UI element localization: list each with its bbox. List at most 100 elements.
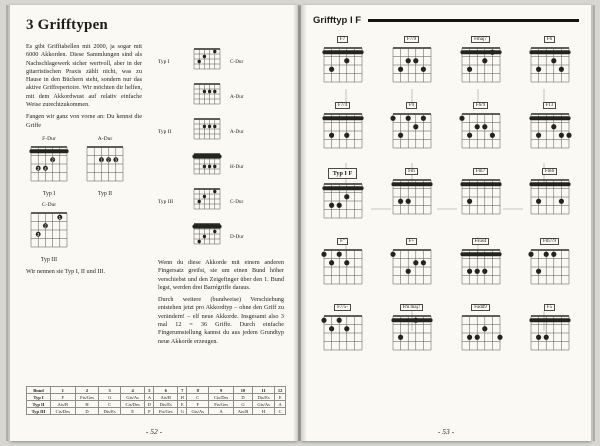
chord-variant-label: Fm (405, 168, 418, 175)
table-cell: F (186, 400, 210, 408)
table-cell: F (49, 393, 76, 401)
table-cell: H (74, 400, 100, 408)
small-chord-typ: Typ II (158, 128, 172, 135)
small-chord-diagram (189, 115, 225, 148)
chord-variant-label: F7/4 (334, 102, 351, 109)
chord-variant-item: F5 (520, 304, 579, 359)
table-cell: Cis/Des (49, 407, 76, 415)
table-cell: Ais/B (153, 393, 179, 401)
small-chord-diagram (189, 45, 225, 78)
naming-line: Wir nennen sie Typ I, II und III. (26, 267, 106, 275)
section-title: Grifftyp I F (313, 15, 362, 26)
table-column-header: 6 (153, 386, 179, 394)
chapter-title: 3 Grifftypen (26, 17, 108, 33)
page-number-right: - 53 - (437, 427, 455, 436)
svg-text:3: 3 (37, 232, 40, 237)
chord-variant-diagram (457, 246, 505, 293)
chord-variant-diagram (457, 176, 505, 223)
chord-name-label: C-Dur (41, 201, 57, 208)
table-cell: A (208, 407, 234, 415)
chord-typ-label: Typ I (42, 190, 56, 197)
chord-variant-label: F6 (543, 36, 556, 43)
fretboard-grid (459, 249, 502, 285)
page-left: 3 Grifftypen Es gibt Grifftabellen mit 2… (10, 5, 298, 441)
chord-variant-item: Fm7 (451, 168, 510, 227)
fretboard-grid (193, 118, 221, 140)
chord-variant-diagram (526, 176, 574, 223)
table-cell: E (177, 400, 188, 408)
chord-variant-label: Fm maj7 (399, 304, 424, 311)
chord-variant-diagram (457, 110, 505, 157)
fretboard-grid (528, 179, 571, 215)
chord-name-label: F-Dur (42, 135, 56, 142)
chord-variant-diagram (319, 312, 367, 359)
small-chord-typ: Typ III (158, 198, 174, 205)
svg-text:2: 2 (107, 157, 110, 162)
chord-variant-diagram (457, 312, 505, 359)
fretboard-grid (459, 47, 502, 83)
table-column-header: 9 (208, 386, 234, 394)
fretboard-grid (390, 179, 433, 215)
small-chord-typ: Typ I (158, 58, 170, 65)
fretboard-grid (193, 48, 221, 70)
svg-text:3: 3 (115, 157, 118, 162)
chord-variant-label: F° (337, 238, 348, 245)
chord-variant-item: Fm maj7 (382, 304, 441, 359)
table-cell: Gis/As (186, 407, 210, 415)
table-cell: Ais/B (49, 400, 76, 408)
chord-variant-label: Typ I F (327, 168, 358, 179)
chord-variant-label: F6/9 (472, 102, 489, 109)
fretboard-grid (461, 315, 503, 351)
chord-variant-diagram (526, 312, 574, 359)
chord-variant-item: F+ (382, 238, 441, 293)
chord-variant-item: Fm6 (520, 168, 579, 227)
table-cell: C (186, 393, 210, 401)
explanation-paragraphs: Wenn du diese Akkorde mit einem anderen … (158, 259, 284, 346)
chord-variant-label: F9 (405, 102, 418, 109)
table-cell: Fis/Ges (74, 393, 100, 401)
small-chord-row: H-Dur (158, 150, 284, 183)
fretboard-grid (392, 47, 431, 83)
fretboard-grid (321, 113, 364, 149)
chord-variant-item: F7 (313, 36, 372, 91)
fretboard-grid: 321 (30, 212, 68, 248)
chord-name-label: A-Dur (97, 135, 113, 142)
table-cell: Fis/Ges (153, 407, 179, 415)
chord-variant-diagram (388, 110, 436, 157)
table-cell: Dis/Es (98, 407, 121, 415)
table-cell: Dis/Es (252, 393, 276, 401)
chord-variant-diagram (526, 246, 574, 293)
table-cell: G (177, 407, 188, 415)
fretboard-grid (192, 223, 222, 245)
small-chord-name: A-Dur (230, 93, 244, 100)
paragraph: Wenn du diese Akkorde mit einem anderen … (158, 259, 284, 291)
chord-variant-label: Fsus4 (471, 238, 490, 245)
chord-variant-diagram (319, 246, 367, 293)
chord-variant-diagram (388, 312, 436, 359)
small-chord-name: C-Dur (230, 58, 244, 65)
table-cell: A (274, 400, 286, 408)
table-column-header: 7 (177, 386, 188, 394)
chord-variant-label: Fm6 (541, 168, 558, 175)
svg-text:1: 1 (100, 157, 103, 162)
small-chord-diagram (189, 220, 225, 253)
chord-variant-label: Fm7 (472, 168, 489, 175)
chord-variant-diagram (526, 110, 574, 157)
small-chord-row: Typ I C-Dur (158, 45, 284, 78)
small-chord-diagram (189, 185, 225, 218)
chord-variant-diagram (388, 246, 436, 293)
fretboard-grid (193, 83, 221, 105)
chord-variant-label: F7/5- (334, 304, 351, 311)
table-cell: C (274, 407, 286, 415)
chord-variant-item: Fsus4 (451, 238, 510, 293)
table-cell: D (232, 393, 254, 401)
